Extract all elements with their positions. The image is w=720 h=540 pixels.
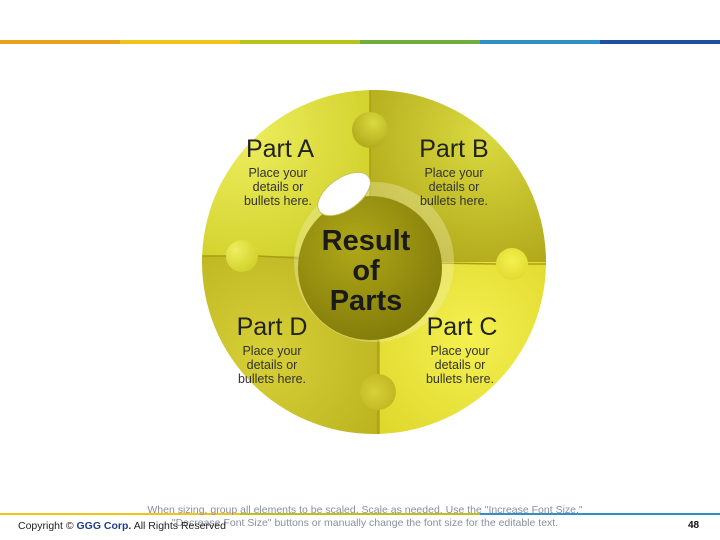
bar-segment-green (360, 40, 480, 44)
highlight-pill (317, 171, 371, 217)
footer-copyright: Copyright © GGG Corp. All Rights Reserve… (18, 520, 226, 532)
footer-instruction-note: When sizing, group all elements to be sc… (147, 504, 583, 529)
part-b-title: Part B (419, 135, 489, 163)
center-line-1: Result (321, 225, 411, 257)
puzzle-knob-right (496, 248, 528, 280)
bar-segment-yellow (120, 40, 240, 44)
bar-segment-navy (600, 40, 720, 44)
puzzle-knob-left (226, 240, 258, 272)
puzzle-knob-top (352, 112, 388, 148)
page-number: 48 (688, 520, 700, 531)
bar-segment-lime (240, 40, 360, 44)
center-result-text: Result of Parts (296, 226, 436, 316)
center-line-2: of (352, 255, 380, 287)
bar-segment-blue (480, 40, 600, 44)
part-a-title: Part A (245, 135, 315, 163)
bar-segment-orange (0, 40, 120, 44)
center-disc (298, 196, 442, 340)
top-accent-bar (0, 40, 720, 44)
part-d-title: Part D (236, 313, 308, 341)
copyright-prefix: Copyright © (18, 520, 74, 532)
part-a-body: Place your details or bullets here. (243, 166, 313, 208)
part-c-body: Place your details or bullets here. (425, 344, 495, 386)
part-b-body: Place your details or bullets here. (419, 166, 489, 208)
rights-text: All Rights Reserved (133, 520, 226, 532)
corp-name: GGG Corp. (76, 520, 132, 532)
part-c-title: Part C (426, 313, 498, 341)
part-d-body: Place your details or bullets here. (237, 344, 307, 386)
bottom-accent-rule (0, 513, 720, 515)
center-line-3: Parts (329, 285, 403, 317)
puzzle-knob-bottom (360, 374, 396, 410)
